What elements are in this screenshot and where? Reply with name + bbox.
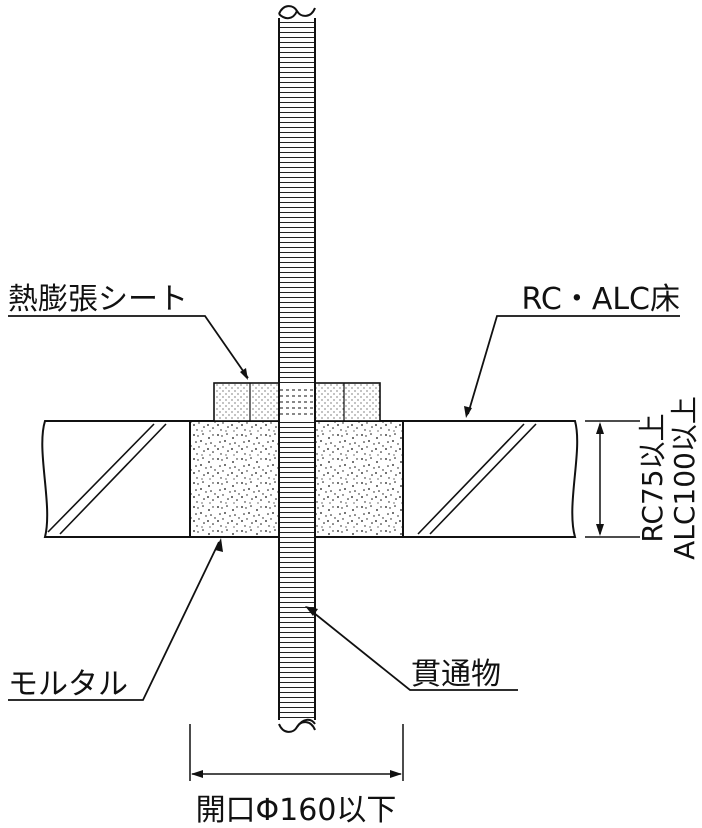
label-floor: RC・ALC床 bbox=[522, 282, 680, 317]
label-penetration: 貫通物 bbox=[411, 657, 501, 692]
hatch-line bbox=[417, 423, 525, 535]
leader-floor bbox=[464, 315, 680, 418]
hatch-line bbox=[429, 423, 537, 535]
opening-dimension bbox=[189, 724, 404, 781]
hatch-line bbox=[47, 423, 155, 533]
label-mortar: モルタル bbox=[8, 667, 128, 702]
leader-mortar bbox=[8, 538, 223, 701]
penetrating-pipe bbox=[276, 2, 318, 740]
leader-penetration bbox=[305, 606, 518, 691]
label-thickness-rc: RC75以上 bbox=[636, 413, 669, 542]
hatch-line bbox=[59, 423, 167, 535]
label-thickness-alc: ALC100以上 bbox=[668, 396, 701, 560]
thickness-dimension bbox=[585, 420, 640, 538]
leader-thermal-sheet bbox=[8, 315, 249, 380]
label-opening: 開口Φ160以下 bbox=[196, 793, 397, 828]
label-thermal-sheet: 熱膨張シート bbox=[8, 282, 188, 317]
